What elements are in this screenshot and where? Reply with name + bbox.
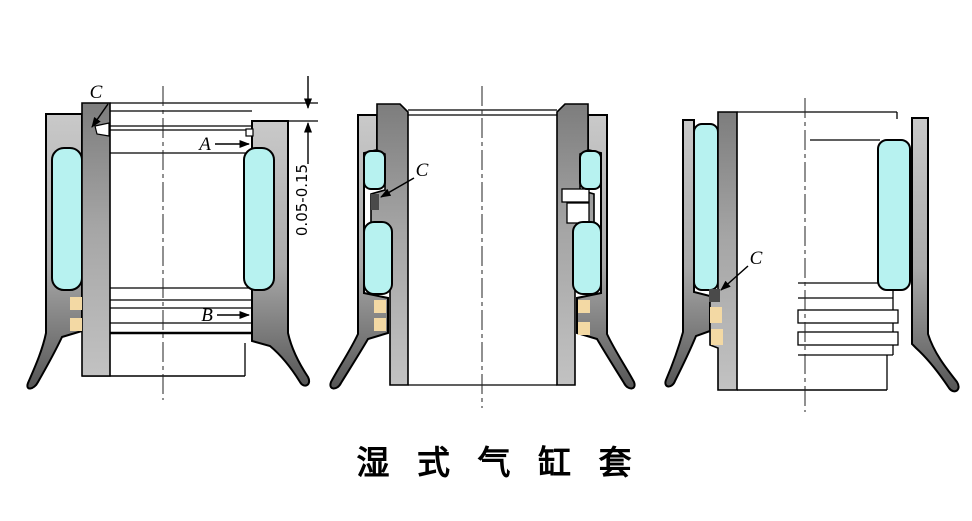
figure-liner-supported-at-middle: C <box>329 86 636 408</box>
seal-ring <box>374 318 386 331</box>
label-c: C <box>750 248 763 269</box>
protrusion-dimension: 0.05-0.15 <box>293 76 312 236</box>
leader-arrow-c <box>720 265 749 291</box>
seal-ring <box>578 322 590 335</box>
coolant-jacket-upper-right <box>579 150 602 190</box>
seal-ring <box>70 318 82 331</box>
seal-ring <box>578 300 590 313</box>
figure-liner-supported-at-top: C A B 0.05-0.15 <box>26 76 318 400</box>
liner-flange-step-notch <box>245 128 254 137</box>
bottom-support-groove <box>709 289 720 302</box>
leader-arrow-c <box>91 103 109 128</box>
coolant-jacket-left <box>51 147 83 291</box>
figure-liner-supported-at-bottom: C <box>664 98 960 412</box>
liner-top-seal-groove <box>94 122 110 137</box>
coolant-jacket-right <box>877 139 911 291</box>
flange-seat-step <box>566 202 590 224</box>
coolant-jacket-left <box>693 123 719 291</box>
label-a: A <box>197 134 211 155</box>
seal-ring <box>710 307 722 323</box>
diagram-title: 湿 式 气 缸 套 <box>357 443 640 482</box>
seal-groove-ring-band <box>797 331 899 346</box>
seal-ring <box>711 329 723 345</box>
dimension-text: 0.05-0.15 <box>293 164 311 236</box>
seal-ring <box>70 297 82 310</box>
seal-ring <box>374 300 386 313</box>
coolant-jacket-upper-left <box>363 150 386 190</box>
label-c: C <box>416 160 429 181</box>
engine-block-left-wall <box>664 119 711 388</box>
engine-block-right-wall <box>911 117 960 393</box>
cylinder-liner-left-wall-section <box>81 102 111 377</box>
engine-block-left-wall <box>329 114 389 390</box>
coolant-jacket-lower-right <box>572 221 602 295</box>
label-c: C <box>90 82 103 103</box>
coolant-jacket-right <box>243 147 275 291</box>
flange-seat-step <box>561 188 590 203</box>
coolant-jacket-lower-left <box>363 221 393 295</box>
leader-arrow-c <box>380 177 415 198</box>
flange-support-groove <box>371 194 379 210</box>
label-b: B <box>201 305 213 326</box>
seal-groove-ring-band <box>797 309 899 324</box>
